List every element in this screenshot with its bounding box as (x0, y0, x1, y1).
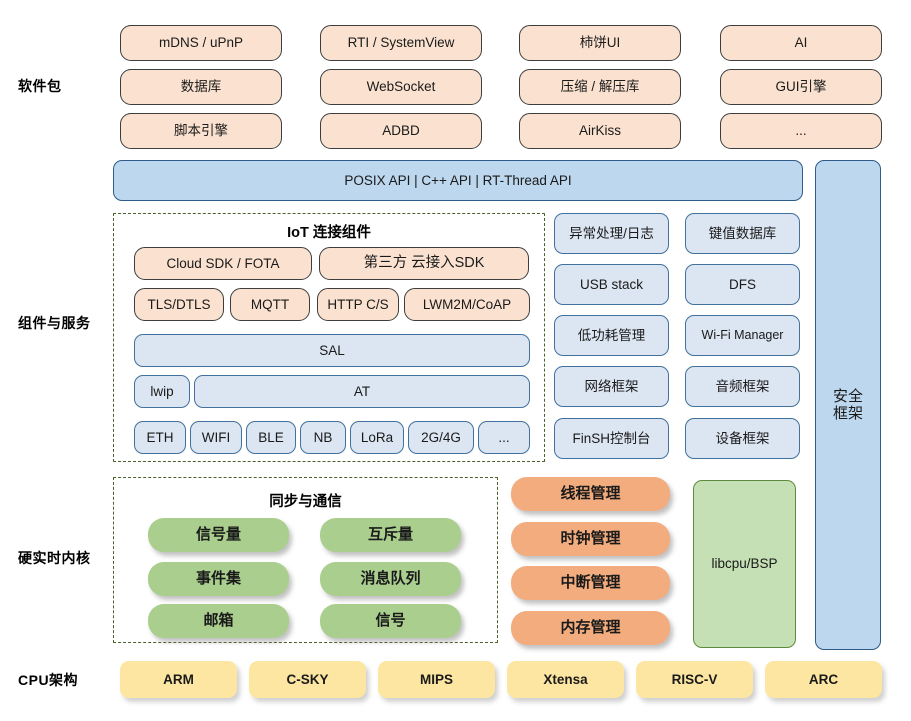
component-box[interactable]: 键值数据库 (685, 213, 800, 254)
security-framework-column[interactable]: 安全 框架 (815, 160, 881, 650)
component-box[interactable]: 异常处理/日志 (554, 213, 669, 254)
component-box[interactable]: FinSH控制台 (554, 418, 669, 459)
sync-box[interactable]: 消息队列 (320, 562, 461, 596)
kernel-management-box[interactable]: 时钟管理 (511, 522, 670, 556)
software-package-box[interactable]: mDNS / uPnP (120, 25, 282, 61)
link-chip[interactable]: ETH (134, 421, 186, 454)
sync-box[interactable]: 信号 (320, 604, 461, 638)
kernel-management-box[interactable]: 线程管理 (511, 477, 670, 511)
component-box[interactable]: 低功耗管理 (554, 315, 669, 356)
software-package-box[interactable]: AI (720, 25, 882, 61)
iot-third-party-sdk-box[interactable]: 第三方 云接入SDK (319, 247, 529, 280)
software-package-box[interactable]: 柿饼UI (519, 25, 681, 61)
sync-box[interactable]: 事件集 (148, 562, 289, 596)
section-label-cpu-architecture: CPU架构 (18, 672, 79, 688)
iot-protocol-box[interactable]: LWM2M/CoAP (404, 288, 530, 321)
software-package-box[interactable]: GUI引擎 (720, 69, 882, 105)
sync-group-frame (113, 477, 498, 643)
link-chip[interactable]: WIFI (190, 421, 242, 454)
kernel-management-box[interactable]: 中断管理 (511, 566, 670, 600)
iot-group-title: IoT 连接组件 (287, 225, 371, 241)
cpu-arch-box[interactable]: ARM (120, 661, 237, 698)
component-box[interactable]: 音频框架 (685, 366, 800, 407)
component-box[interactable]: Wi-Fi Manager (685, 315, 800, 356)
iot-cloud-sdk-box[interactable]: Cloud SDK / FOTA (134, 247, 312, 280)
lwip-box[interactable]: lwip (134, 375, 190, 408)
software-package-box[interactable]: 脚本引擎 (120, 113, 282, 149)
section-label-software-packages: 软件包 (18, 78, 62, 94)
software-package-box[interactable]: AirKiss (519, 113, 681, 149)
component-box[interactable]: DFS (685, 264, 800, 305)
iot-protocol-box[interactable]: MQTT (230, 288, 310, 321)
security-framework-label-line2: 框架 (832, 405, 863, 422)
cpu-arch-box[interactable]: C-SKY (249, 661, 366, 698)
software-package-box[interactable]: RTI / SystemView (320, 25, 482, 61)
sal-box[interactable]: SAL (134, 334, 530, 367)
section-label-hard-realtime-kernel: 硬实时内核 (18, 550, 91, 566)
iot-protocol-box[interactable]: HTTP C/S (317, 288, 399, 321)
cpu-arch-box[interactable]: Xtensa (507, 661, 624, 698)
component-box[interactable]: 设备框架 (685, 418, 800, 459)
at-box[interactable]: AT (194, 375, 530, 408)
cpu-arch-box[interactable]: MIPS (378, 661, 495, 698)
software-package-box[interactable]: 压缩 / 解压库 (519, 69, 681, 105)
sync-box[interactable]: 信号量 (148, 518, 289, 552)
kernel-management-box[interactable]: 内存管理 (511, 611, 670, 645)
software-package-box[interactable]: ADBD (320, 113, 482, 149)
link-chip[interactable]: ... (478, 421, 530, 454)
libcpu-bsp-box[interactable]: libcpu/BSP (693, 480, 796, 648)
software-package-box[interactable]: WebSocket (320, 69, 482, 105)
link-chip[interactable]: LoRa (350, 421, 404, 454)
sync-box[interactable]: 邮箱 (148, 604, 289, 638)
api-bar: POSIX API | C++ API | RT-Thread API (113, 160, 803, 201)
cpu-arch-box[interactable]: RISC-V (636, 661, 753, 698)
link-chip[interactable]: NB (300, 421, 346, 454)
iot-protocol-box[interactable]: TLS/DTLS (134, 288, 224, 321)
security-framework-label-line1: 安全 (832, 387, 863, 405)
software-package-box[interactable]: 数据库 (120, 69, 282, 105)
software-package-box[interactable]: ... (720, 113, 882, 149)
cpu-arch-box[interactable]: ARC (765, 661, 882, 698)
link-chip[interactable]: BLE (246, 421, 296, 454)
sync-group-title: 同步与通信 (269, 494, 342, 510)
iot-group-frame (113, 213, 545, 462)
link-chip[interactable]: 2G/4G (408, 421, 474, 454)
component-box[interactable]: USB stack (554, 264, 669, 305)
component-box[interactable]: 网络框架 (554, 366, 669, 407)
section-label-components-services: 组件与服务 (18, 315, 91, 331)
sync-box[interactable]: 互斥量 (320, 518, 461, 552)
